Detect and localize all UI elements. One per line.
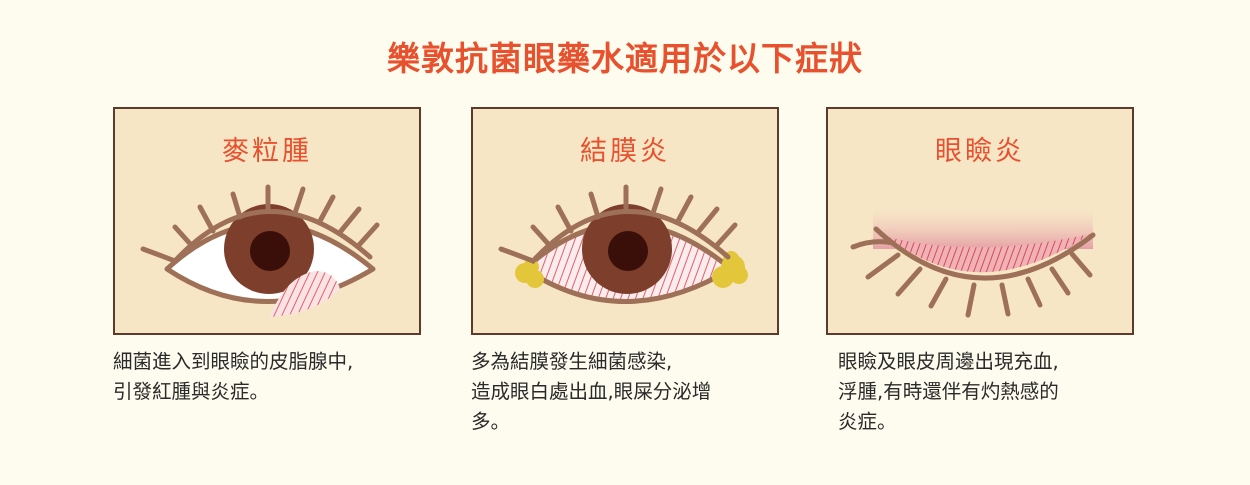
card-stye: 麥粒腫 bbox=[113, 107, 421, 335]
conjunctivitis-eye-icon bbox=[498, 184, 748, 304]
page-title: 樂敦抗菌眼藥水適用於以下症狀 bbox=[387, 39, 863, 78]
description-line: 引發紅腫與炎症。 bbox=[113, 380, 270, 403]
description-line: 細菌進入到眼瞼的皮脂腺中, bbox=[113, 350, 354, 373]
card-blepharitis: 眼瞼炎 bbox=[826, 107, 1134, 335]
card-description: 多為結膜發生細菌感染, 造成眼白處出血,眼屎分泌增 多。 bbox=[471, 347, 791, 437]
card-description: 細菌進入到眼瞼的皮脂腺中, 引發紅腫與炎症。 bbox=[113, 347, 433, 407]
card-description: 眼瞼及眼皮周邊出現充血, 浮腫,有時還伴有灼熱感的 炎症。 bbox=[838, 347, 1158, 437]
card-title: 眼瞼炎 bbox=[935, 136, 1025, 167]
blepharitis-closed-eye-icon bbox=[850, 209, 1096, 318]
description-line: 多為結膜發生細菌感染, bbox=[471, 350, 673, 373]
description-line: 眼瞼及眼皮周邊出現充血, bbox=[838, 350, 1059, 373]
description-line: 多。 bbox=[471, 410, 511, 433]
description-line: 造成眼白處出血,眼屎分泌增 bbox=[471, 380, 712, 403]
description-line: 浮腫,有時還伴有灼熱感的 bbox=[838, 380, 1059, 403]
description-line: 炎症。 bbox=[838, 410, 897, 433]
card-title: 結膜炎 bbox=[580, 136, 670, 167]
card-conjunctivitis: 結膜炎 bbox=[471, 107, 779, 335]
card-title: 麥粒腫 bbox=[222, 136, 312, 167]
stye-eye-icon bbox=[140, 184, 380, 317]
